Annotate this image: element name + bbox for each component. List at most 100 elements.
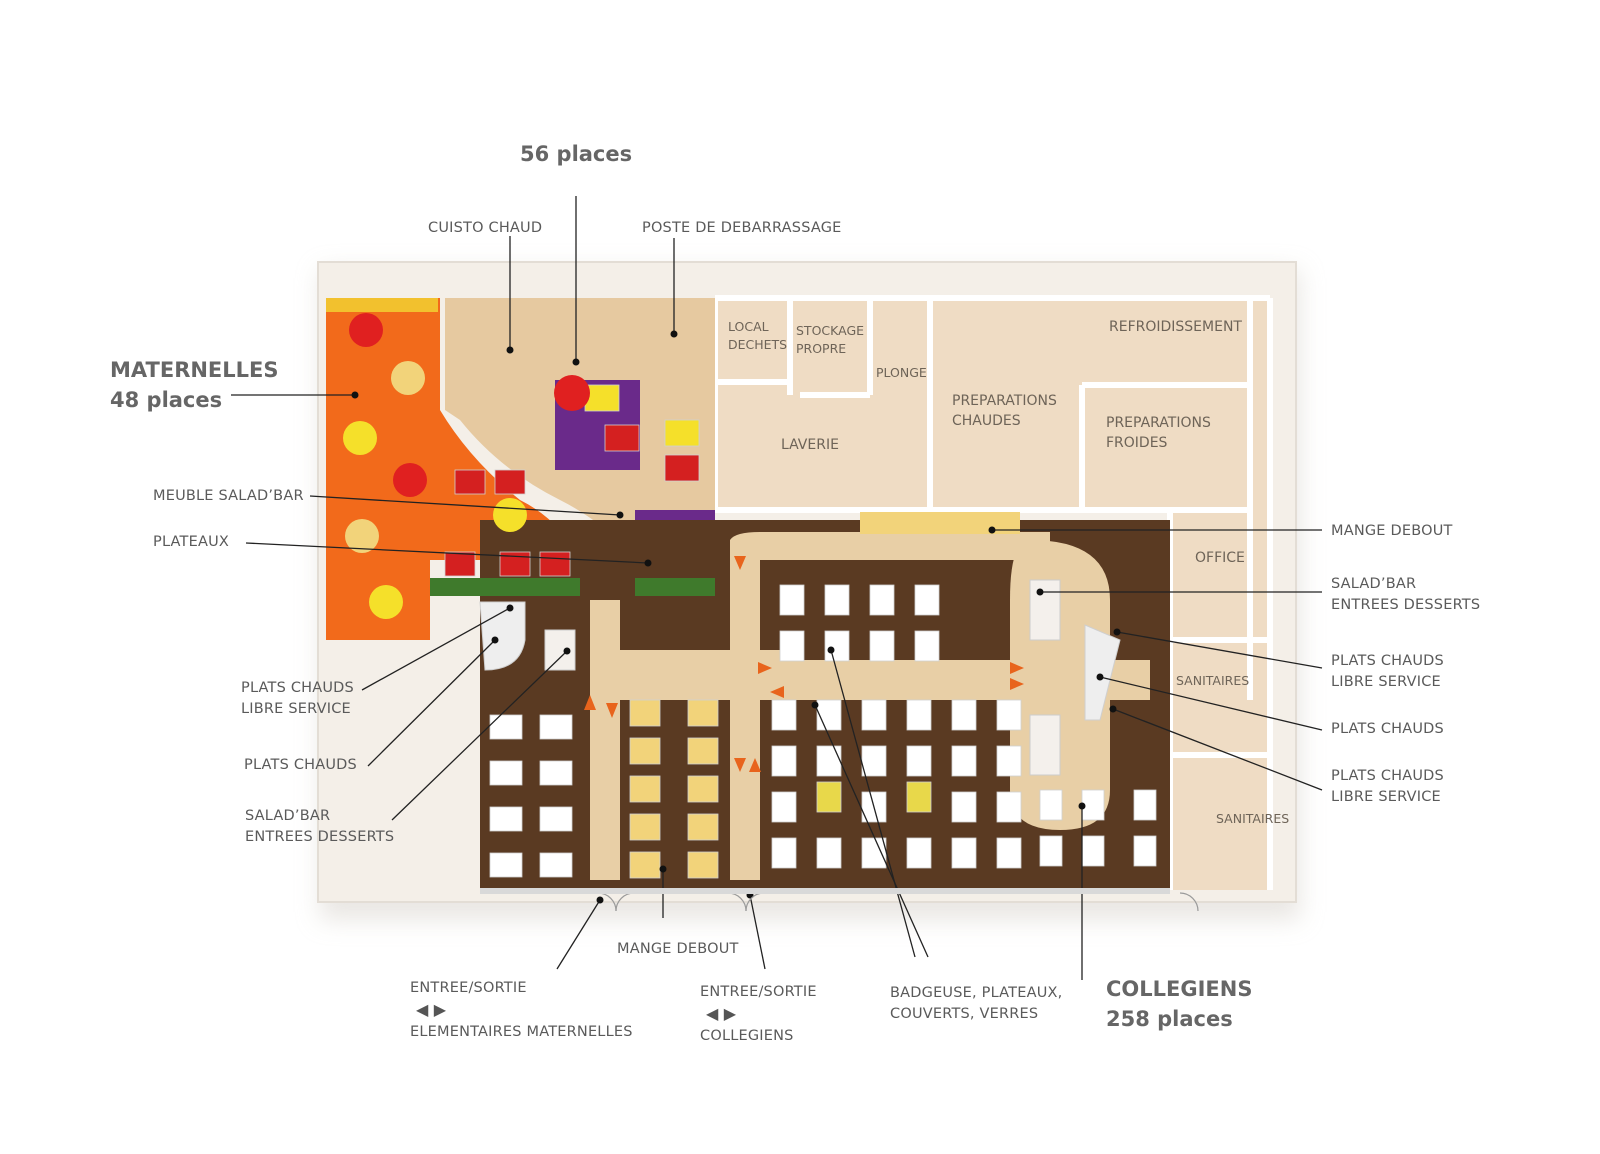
round-table bbox=[369, 585, 403, 619]
dining-table bbox=[771, 791, 797, 823]
maternelles-title: MATERNELLES bbox=[110, 358, 279, 382]
dining-table bbox=[489, 714, 523, 740]
dining-table bbox=[951, 837, 977, 869]
dining-table bbox=[951, 699, 977, 731]
entree-collegiens-arrows: ◀ ▶ bbox=[706, 1004, 737, 1023]
dining-table bbox=[869, 630, 895, 662]
mange-debout-right-label: MANGE DEBOUT bbox=[1331, 523, 1453, 539]
dining-table bbox=[539, 714, 573, 740]
central-seat-count: 56 places bbox=[520, 142, 633, 166]
leader-dot bbox=[506, 346, 514, 354]
dining-table bbox=[539, 852, 573, 878]
leader-line bbox=[556, 899, 601, 970]
leader-line bbox=[245, 542, 649, 564]
dining-table-colored bbox=[584, 384, 620, 412]
leader-line bbox=[1099, 676, 1323, 731]
round-table bbox=[343, 421, 377, 455]
leader-dot bbox=[572, 358, 580, 366]
dining-table bbox=[906, 745, 932, 777]
collegiens-seat-label: COLLEGIENS 258 places bbox=[1106, 974, 1252, 1034]
leader-dot bbox=[1036, 588, 1044, 596]
dining-table-red bbox=[494, 469, 526, 495]
dining-table bbox=[1133, 835, 1157, 867]
serving-counter-right bbox=[1084, 624, 1121, 721]
dining-table bbox=[816, 837, 842, 869]
mange-debout-top-counter bbox=[860, 512, 1020, 534]
dining-table-yellow bbox=[687, 775, 719, 803]
dining-table bbox=[996, 837, 1022, 869]
leader-line bbox=[361, 607, 511, 691]
entree-maternelles-label: ENTREE/SORTIE◀ ▶ ELEMENTAIRES MATERNELLE… bbox=[410, 980, 633, 1040]
office-strip-floor bbox=[1170, 510, 1270, 890]
leader-line bbox=[749, 894, 766, 970]
table-layer bbox=[343, 313, 1157, 879]
leader-dot bbox=[616, 511, 624, 519]
dining-table-red bbox=[539, 551, 571, 577]
dining-table-yellow bbox=[816, 781, 842, 813]
leader-dot bbox=[659, 865, 667, 873]
dining-table-yellow bbox=[629, 775, 661, 803]
dining-table bbox=[951, 791, 977, 823]
entree-collegiens-label: ENTREE/SORTIE◀ ▶ COLLEGIENS bbox=[700, 984, 817, 1044]
dining-table bbox=[771, 837, 797, 869]
leader-line bbox=[391, 650, 568, 821]
room-sanitaires-1: SANITAIRES bbox=[1176, 673, 1250, 688]
dining-table bbox=[489, 760, 523, 786]
mange-debout-bottom-label: MANGE DEBOUT bbox=[617, 941, 739, 957]
dining-table-colored bbox=[664, 454, 700, 482]
dining-table bbox=[824, 584, 850, 616]
dining-table-yellow bbox=[687, 699, 719, 727]
leader-line bbox=[1116, 631, 1323, 669]
dining-table-yellow bbox=[687, 737, 719, 765]
dining-table bbox=[914, 584, 940, 616]
dining-table bbox=[539, 806, 573, 832]
round-table bbox=[393, 463, 427, 497]
entree-maternelles-arrows: ◀ ▶ bbox=[416, 1000, 447, 1019]
leader-dot bbox=[644, 559, 652, 567]
leader-dot bbox=[1109, 705, 1117, 713]
dining-table bbox=[816, 699, 842, 731]
dining-table bbox=[779, 630, 805, 662]
leader-dot bbox=[1096, 673, 1104, 681]
dining-table-colored bbox=[664, 419, 700, 447]
dining-table bbox=[1039, 835, 1063, 867]
room-plonge: PLONGE bbox=[876, 365, 927, 380]
dining-table bbox=[869, 584, 895, 616]
round-table bbox=[345, 519, 379, 553]
dining-table bbox=[489, 806, 523, 832]
collegiens-places: 258 places bbox=[1106, 1007, 1233, 1031]
kitchen-zone-floor bbox=[715, 298, 1270, 510]
dining-table bbox=[1039, 789, 1063, 821]
round-table bbox=[554, 375, 590, 411]
leader-dot bbox=[506, 604, 514, 612]
leader-line bbox=[367, 639, 496, 767]
dining-table bbox=[824, 630, 850, 662]
dining-table-yellow bbox=[687, 851, 719, 879]
leader-line bbox=[814, 704, 929, 958]
planter-left bbox=[430, 578, 580, 596]
planter-right bbox=[635, 578, 715, 596]
leader-dot bbox=[1078, 802, 1086, 810]
round-table bbox=[349, 313, 383, 347]
dining-table bbox=[906, 699, 932, 731]
dining-table bbox=[914, 630, 940, 662]
dining-table bbox=[771, 745, 797, 777]
room-sanitaires-2: SANITAIRES bbox=[1216, 811, 1290, 826]
facade-strip bbox=[480, 888, 1170, 894]
maternelles-places: 48 places bbox=[110, 388, 223, 412]
maternelles-yellow-band bbox=[326, 298, 438, 312]
leader-dot bbox=[596, 896, 604, 904]
poste-debarrassage-label: POSTE DE DEBARRASSAGE bbox=[642, 220, 842, 236]
leader-dot bbox=[491, 636, 499, 644]
dining-table-yellow bbox=[629, 737, 661, 765]
dining-table bbox=[861, 745, 887, 777]
dining-table-colored bbox=[604, 424, 640, 452]
dining-table-yellow bbox=[629, 813, 661, 841]
dining-table bbox=[779, 584, 805, 616]
